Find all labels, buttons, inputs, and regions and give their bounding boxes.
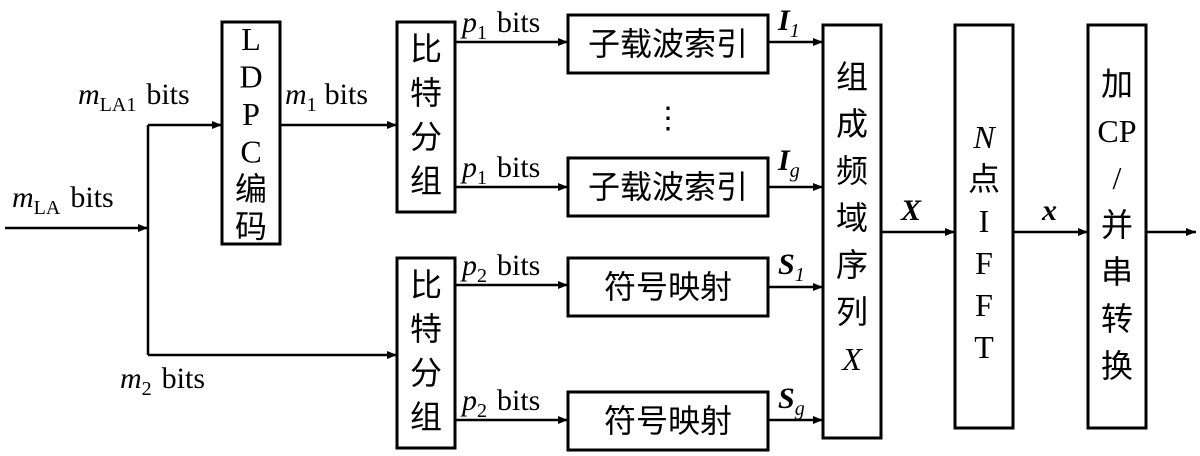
box-char: P	[242, 96, 260, 132]
box-char: F	[975, 287, 993, 323]
box-char: X	[840, 341, 863, 377]
subcarrier-index-box-1	[566, 13, 770, 75]
symbol-map-box-1	[566, 256, 770, 318]
box-char: 加	[1101, 65, 1133, 103]
box-char: 分	[410, 118, 442, 156]
label-x: x	[1041, 194, 1057, 227]
vertical-ellipsis: ⋮	[653, 102, 683, 135]
subcarrier-index-box-g	[566, 156, 770, 218]
box-char: C	[240, 134, 261, 170]
box-char: 换	[1101, 347, 1133, 385]
box-char: 码	[235, 208, 267, 246]
symbol-map-text-1: 符号映射	[604, 268, 732, 306]
bit-split-box-upper	[395, 20, 457, 214]
box-char: 转	[1101, 300, 1133, 338]
box-char: 成	[836, 105, 868, 143]
symbol-map-box-g	[566, 390, 770, 452]
box-char: T	[974, 329, 994, 365]
box-char: 比	[410, 266, 442, 304]
label-Sg: Sg	[778, 382, 805, 420]
box-char: 点	[968, 160, 1000, 198]
box-char: 序	[836, 246, 868, 284]
box-char: 组	[410, 398, 442, 436]
add-cp-ps-box	[1086, 23, 1148, 430]
box-char: F	[975, 245, 993, 281]
box-char: 并	[1101, 206, 1133, 244]
box-char: 编	[235, 170, 267, 208]
box-char: 比	[410, 30, 442, 68]
box-char: L	[241, 21, 261, 57]
box-char: D	[239, 59, 262, 95]
box-char: 频	[836, 152, 868, 190]
label-S1: S1	[778, 248, 805, 286]
label-X: X	[900, 194, 922, 227]
box-char: 特	[410, 310, 442, 348]
label-I1: I1	[777, 4, 800, 42]
freq-sequence-box	[821, 23, 883, 440]
subcarrier-index-text-g: 子载波索引	[588, 168, 748, 206]
box-char: 域	[836, 199, 868, 237]
box-char: 组	[410, 162, 442, 200]
box-char: 特	[410, 74, 442, 112]
box-char: N	[972, 119, 996, 155]
box-char: /	[1113, 160, 1122, 196]
box-char: 组	[836, 58, 868, 96]
symbol-map-text-g: 符号映射	[604, 402, 732, 440]
box-char: 列	[836, 293, 868, 331]
ifft-box	[953, 23, 1015, 430]
bit-split-box-lower	[395, 256, 457, 450]
subcarrier-index-text-1: 子载波索引	[588, 25, 748, 63]
box-char: I	[979, 203, 990, 239]
label-Ig: Ig	[777, 144, 800, 182]
box-char: 串	[1101, 253, 1133, 291]
box-char: 分	[410, 354, 442, 392]
box-char: CP	[1097, 113, 1136, 149]
ldpc-encoder-box	[220, 20, 282, 246]
